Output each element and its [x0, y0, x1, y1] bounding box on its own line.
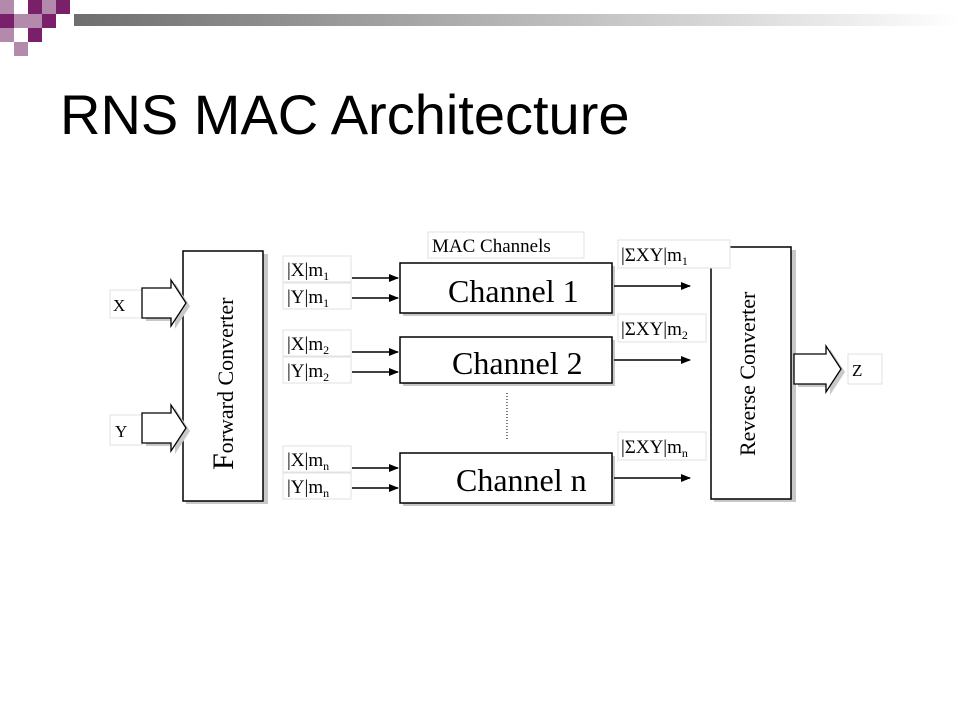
channel-label-1: Channel 1: [448, 273, 579, 309]
output-arrow-z: [793, 343, 845, 395]
channel-1-input-y: |Y|m1: [287, 287, 329, 310]
slide-title: RNS MAC Architecture: [60, 83, 630, 146]
channel-box-2: [399, 336, 615, 386]
channel-2-output: |ΣXY|m2: [621, 319, 688, 342]
input-label-x: X: [113, 296, 125, 315]
forward-converter-label: Forward Converter: [207, 297, 240, 470]
channel-label-2: Channel 2: [452, 345, 583, 381]
input-arrow-y: [141, 402, 190, 454]
channel-label-n: Channel n: [456, 462, 587, 498]
input-label-y: Y: [115, 422, 127, 441]
reverse-converter-label: Reverse Converter: [735, 291, 760, 456]
channel-2-input-y: |Y|m2: [287, 361, 329, 384]
input-arrow-x: [141, 277, 190, 329]
mac-channels-label: MAC Channels: [432, 236, 551, 257]
forward-converter: [182, 250, 268, 504]
channel-n-input-x: |X|mn: [287, 450, 329, 473]
channel-n-input-y: |Y|mn: [287, 477, 329, 500]
header-decoration: [0, 0, 960, 56]
channel-1-output: |ΣXY|m1: [621, 245, 688, 268]
output-label-z: Z: [852, 361, 862, 380]
channel-box-1: [399, 262, 615, 316]
channel-output-arrows: [614, 282, 691, 482]
channel-1-input-x: |X|m1: [287, 260, 329, 283]
channel-n-output: |ΣXY|mn: [621, 437, 688, 460]
channel-box-n: [399, 452, 615, 506]
channel-input-arrows: [352, 274, 399, 492]
label-frames: [109, 231, 883, 500]
reverse-converter: [710, 246, 796, 502]
channel-2-input-x: |X|m2: [287, 334, 329, 357]
